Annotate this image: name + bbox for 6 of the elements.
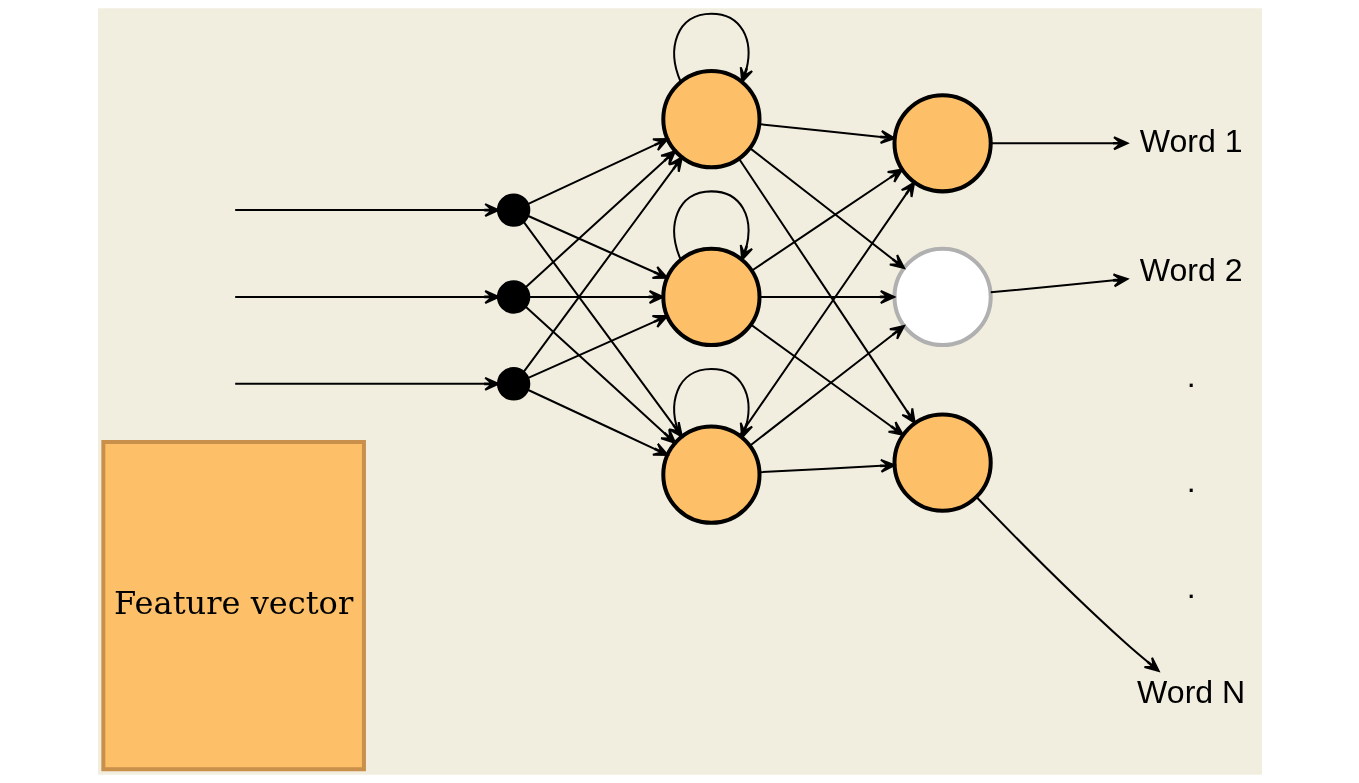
label: . <box>1186 463 1196 500</box>
node-text: Word 2 <box>1139 252 1243 289</box>
label: . <box>1186 357 1196 394</box>
label: . <box>1186 568 1196 605</box>
node-text: Word N <box>1136 674 1245 711</box>
node-text: Word 1 <box>1139 122 1243 159</box>
